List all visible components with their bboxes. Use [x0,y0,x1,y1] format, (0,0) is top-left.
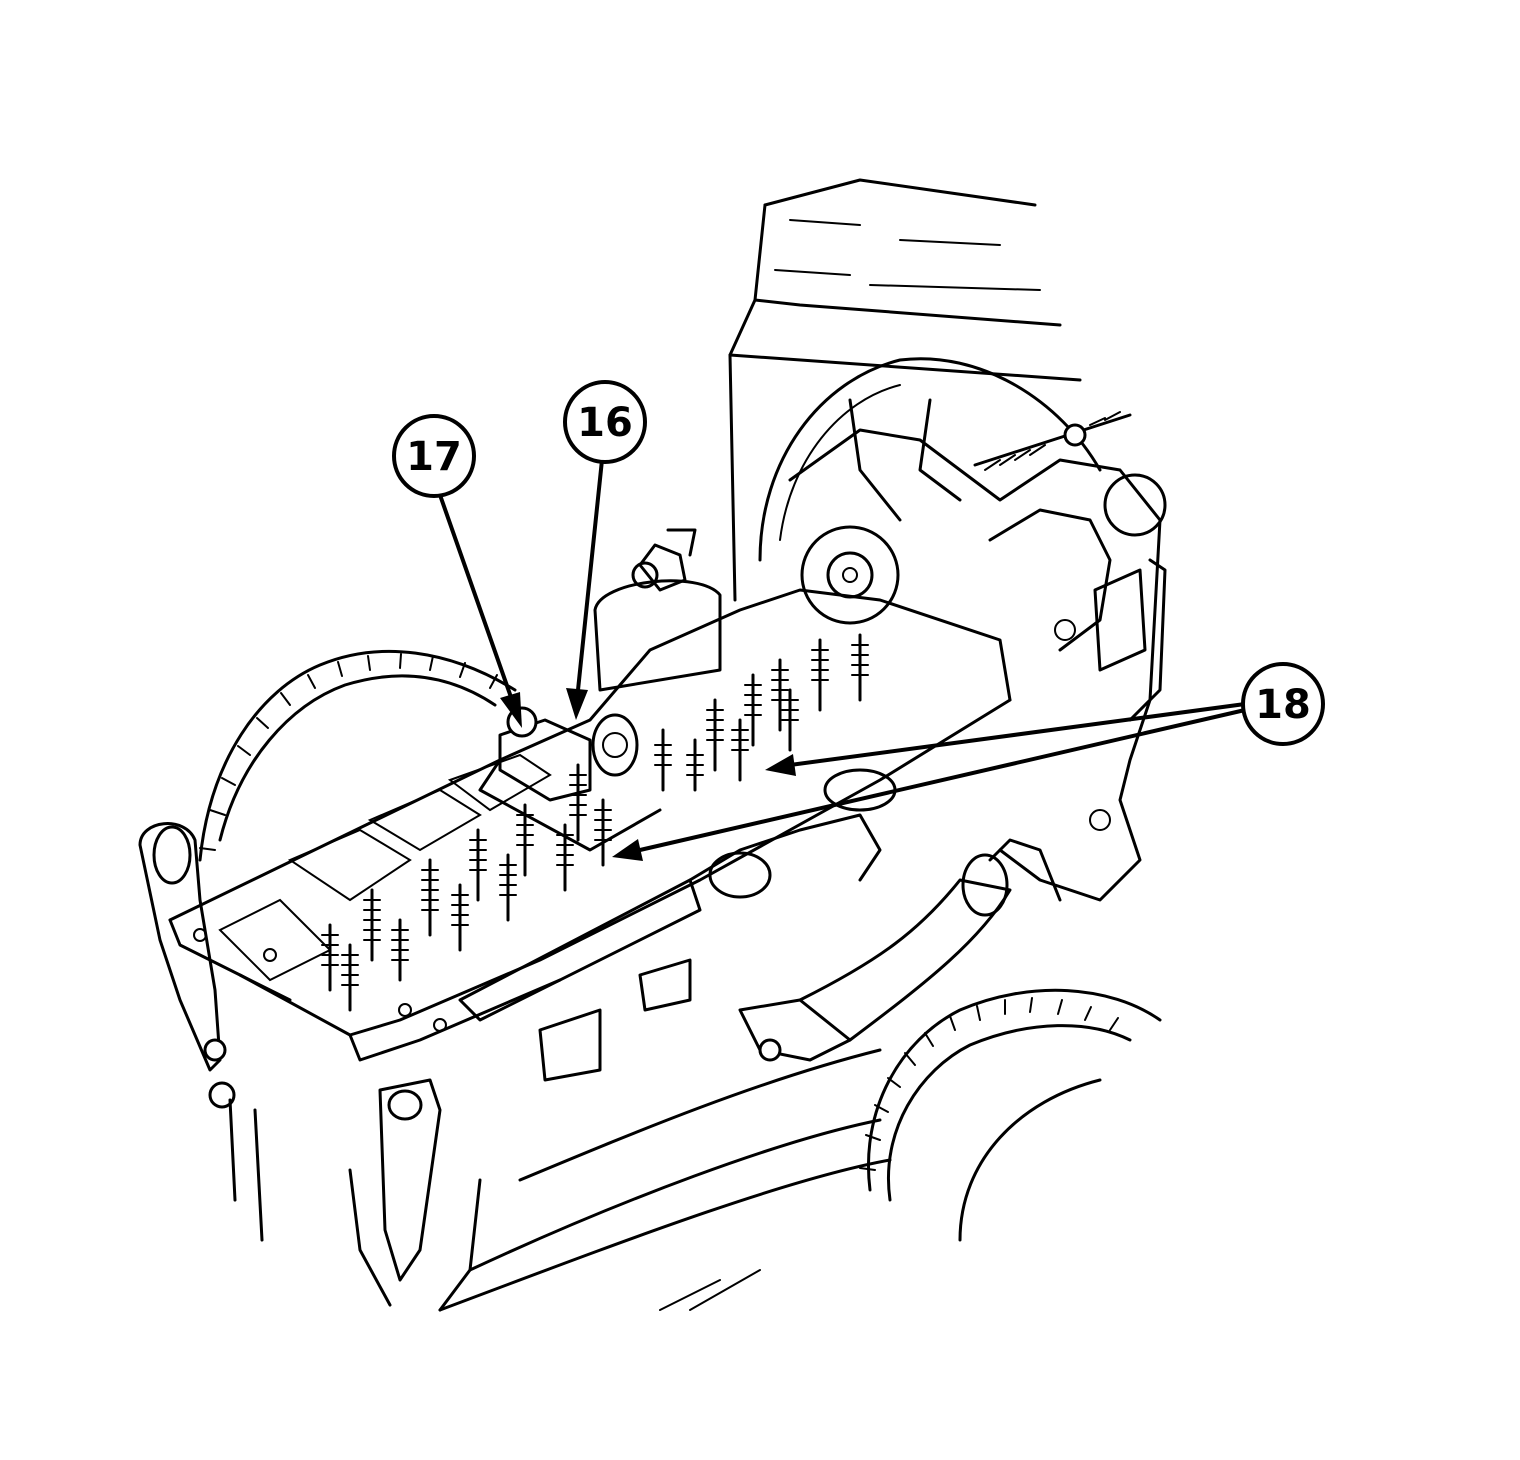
gear-housing [788,428,1167,902]
cylinder-head [168,588,1012,1062]
radiator-shroud [728,178,1082,602]
filter-canister [593,528,722,692]
callout-16-label: 16 [577,400,633,446]
engine-block [228,1048,892,1312]
valve-springs [321,763,612,1012]
intake-hose [738,838,1062,1062]
callout-18-label: 18 [1255,682,1311,728]
callout-18: 18 [612,662,1325,861]
lifting-bracket-left [138,822,236,1109]
callout-17: 17 [392,414,522,728]
flywheel [198,649,517,862]
callout-16: 16 [563,380,647,720]
front-fan [758,357,1102,562]
lower-pulley [859,988,1162,1242]
throttle-rod [973,411,1132,471]
valve-springs-rear [654,633,869,792]
callout-17-label: 17 [406,434,462,480]
